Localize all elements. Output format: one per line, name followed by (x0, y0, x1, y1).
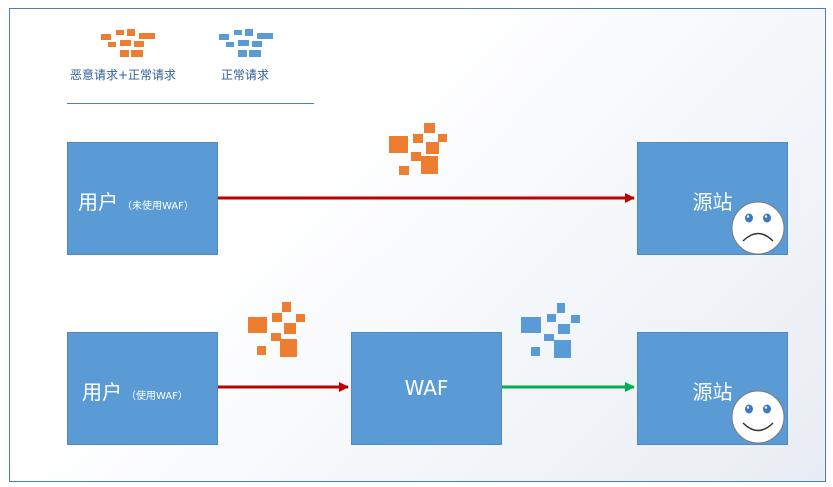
user-label: 用户 (82, 380, 122, 404)
user-label: 用户 (78, 190, 118, 214)
happy-face-icon (731, 390, 785, 444)
legend-divider (67, 103, 314, 104)
normal-traffic-cluster (521, 303, 580, 358)
legend-normal-label: 正常请求 (221, 68, 270, 82)
sad-face-icon (731, 201, 785, 255)
user-note-with-waf: （使用WAF） (126, 391, 188, 402)
malicious-traffic-cluster-top (389, 123, 447, 175)
legend-malicious-traffic-icon (101, 29, 155, 57)
user-node-without-waf: 用户 （未使用WAF） (67, 142, 218, 255)
legend-malicious-label: 恶意请求+正常请求 (70, 68, 177, 82)
user-note-without-waf: （未使用WAF） (122, 201, 194, 212)
waf-label: WAF (404, 376, 449, 400)
user-node-with-waf: 用户 （使用WAF） (67, 332, 218, 445)
waf-node: WAF (351, 332, 502, 445)
malicious-traffic-cluster-bottom (248, 302, 305, 357)
origin-label: 源站 (692, 380, 733, 404)
legend-normal-traffic-icon (219, 29, 273, 57)
origin-label: 源站 (692, 190, 733, 214)
